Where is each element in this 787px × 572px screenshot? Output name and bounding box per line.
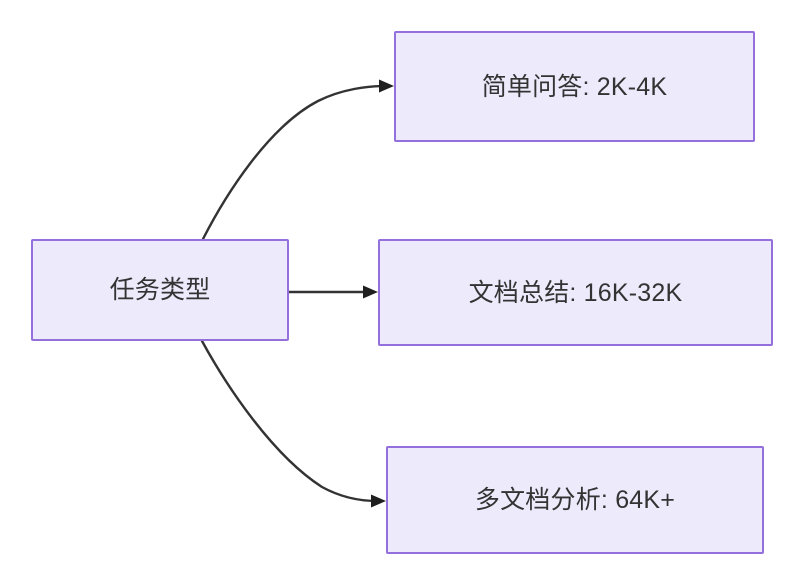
node-doc-summary-label: 文档总结: 16K-32K xyxy=(468,278,683,307)
edge-path-multi-doc xyxy=(200,339,379,503)
edge-root-to-multi-doc xyxy=(200,339,386,508)
arrowhead-doc-summary-icon xyxy=(363,285,378,299)
node-simple-qa-label: 简单问答: 2K-4K xyxy=(481,72,668,101)
node-doc-summary[interactable]: 文档总结: 16K-32K xyxy=(378,239,773,346)
arrowhead-simple-qa-icon xyxy=(379,79,394,93)
node-root[interactable]: 任务类型 xyxy=(31,239,289,341)
arrowhead-multi-doc-icon xyxy=(371,494,386,508)
node-multi-doc[interactable]: 多文档分析: 64K+ xyxy=(386,446,764,554)
edge-root-to-doc-summary xyxy=(287,285,378,299)
node-multi-doc-label: 多文档分析: 64K+ xyxy=(474,486,676,514)
edge-root-to-simple-qa xyxy=(201,79,394,241)
edge-path-simple-qa xyxy=(201,84,387,241)
node-simple-qa[interactable]: 简单问答: 2K-4K xyxy=(394,31,755,142)
node-root-label: 任务类型 xyxy=(109,276,211,304)
